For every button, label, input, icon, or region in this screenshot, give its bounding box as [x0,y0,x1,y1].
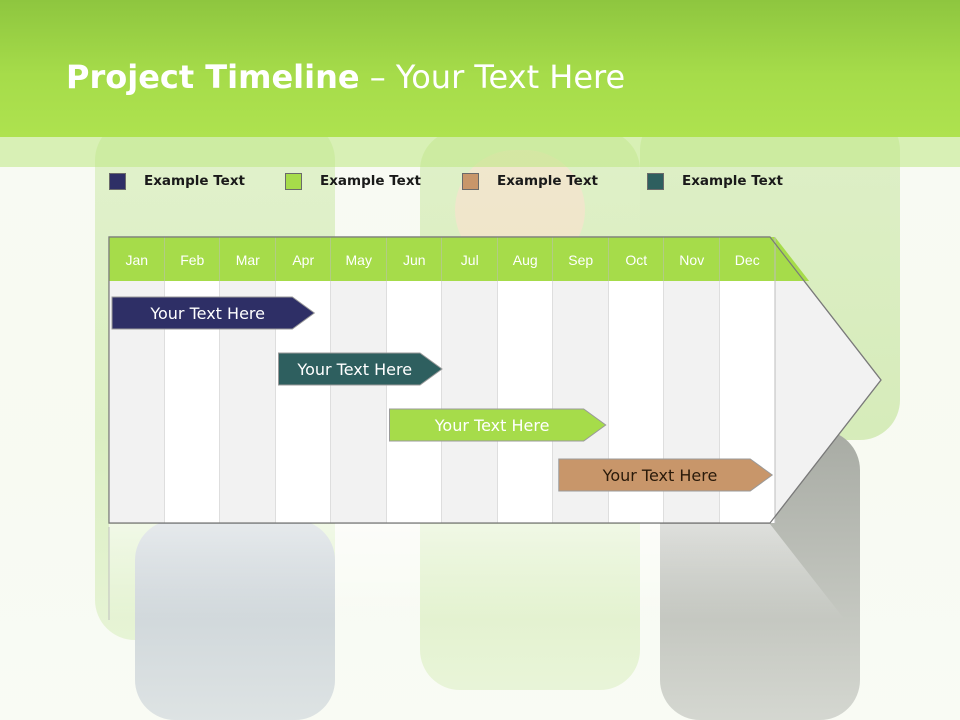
task-label-2: Your Text Here [296,360,412,379]
page-title: Project Timeline – Your Text Here [66,58,625,96]
month-label-jul: Jul [461,252,479,268]
task-bar-4 [558,458,774,492]
month-header-mar [220,237,276,281]
legend-swatch-2 [285,172,302,190]
month-label-sep: Sep [568,252,593,268]
task-bar-2 [278,352,443,386]
banner-strip [0,137,960,167]
legend-swatch-4 [647,172,664,190]
month-label-oct: Oct [625,252,647,268]
month-label-may: May [346,252,372,268]
month-header-feb [164,237,220,281]
title-rest: – Your Text Here [359,58,626,96]
legend-label-1: Example Text [144,173,245,189]
month-header-oct [608,237,664,281]
month-header-jun [386,237,442,281]
legend-swatch-1 [109,172,126,190]
month-label-dec: Dec [735,252,760,268]
month-label-mar: Mar [236,252,260,268]
month-label-jan: Jan [125,252,148,268]
title-bold: Project Timeline [66,58,360,96]
month-header-dec [719,237,775,281]
task-bar-3 [389,408,607,442]
month-label-apr: Apr [292,252,314,268]
month-label-jun: Jun [403,252,426,268]
month-header-jan [109,237,165,281]
month-column-jun [386,281,442,523]
month-header-may [331,237,387,281]
legend-swatch-3 [462,172,479,190]
header-tip [775,237,810,281]
title-banner: Project Timeline – Your Text Here [0,0,960,137]
month-label-aug: Aug [513,252,538,268]
month-header-sep [553,237,609,281]
legend-item-4: Example Text [647,170,783,192]
task-label-1: Your Text Here [149,304,265,323]
legend-item-2: Example Text [285,170,421,192]
month-column-jul [442,281,498,523]
month-column-may [331,281,387,523]
month-header-aug [497,237,553,281]
legend-label-2: Example Text [320,173,421,189]
month-header-jul [442,237,498,281]
month-header-nov [664,237,720,281]
month-header-apr [275,237,331,281]
task-label-4: Your Text Here [602,466,718,485]
task-bar-1 [111,296,316,330]
legend-label-4: Example Text [682,173,783,189]
month-label-nov: Nov [679,252,704,268]
arrow-reflection [109,524,845,620]
month-label-feb: Feb [180,252,204,268]
legend-item-1: Example Text [109,170,245,192]
month-column-aug [497,281,553,523]
legend-item-3: Example Text [462,170,598,192]
arrow-outline [108,236,882,524]
legend-label-3: Example Text [497,173,598,189]
task-label-3: Your Text Here [434,416,550,435]
